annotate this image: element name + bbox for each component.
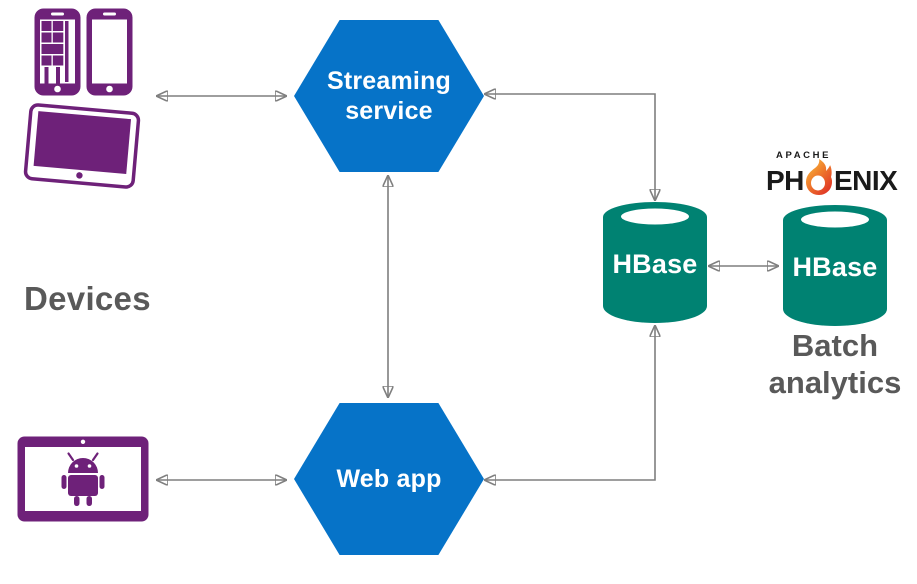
- apache-phoenix-logo: APACHE PH ENIX: [766, 149, 914, 197]
- web-app-label: Web app: [336, 465, 442, 493]
- android-robot-icon: [61, 452, 105, 506]
- streaming-service-label: Streaming service: [326, 67, 452, 125]
- hbase-batch-label: HBase: [792, 252, 878, 282]
- android-tablet-icon: [17, 436, 149, 522]
- tile-grid: [41, 21, 69, 84]
- node-web-app: Web app: [294, 403, 484, 555]
- batch-analytics-label: Batch analytics: [768, 328, 902, 400]
- phoenix-wordmark-right: ENIX: [834, 165, 898, 196]
- apache-wordmark: APACHE: [776, 150, 832, 161]
- smartphone-icon: [86, 8, 133, 96]
- devices-label: Devices: [24, 280, 151, 317]
- windows-phone-icon: [34, 8, 81, 96]
- phoenix-flame-icon: [806, 159, 833, 195]
- hbase-batch-cylinder-icon: [783, 205, 887, 326]
- tablet-icon: [23, 103, 141, 189]
- phoenix-wordmark-left: PH: [766, 165, 804, 196]
- hbase-stream-label: HBase: [612, 249, 698, 279]
- hbase-stream-cylinder-icon: [603, 202, 707, 323]
- connector-webapp-hbase: [486, 327, 655, 480]
- connector-streaming-hbase: [486, 94, 655, 199]
- node-streaming-service: Streaming service: [294, 20, 484, 172]
